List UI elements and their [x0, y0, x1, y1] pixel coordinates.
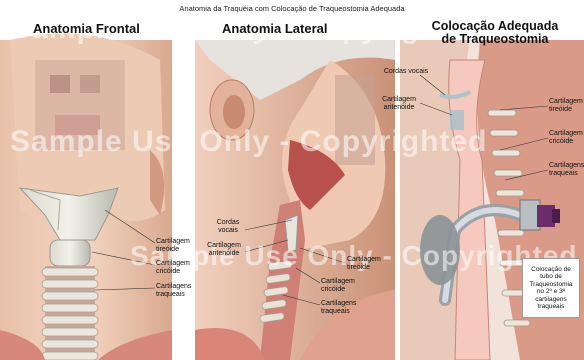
lateral-vocal-cords-label: Cordas vocais	[210, 219, 246, 234]
frontal-thyroid-label: Cartilagem tireóide	[156, 238, 198, 253]
lateral-tracheal-label: Cartilagens traqueais	[321, 300, 363, 315]
placement-tracheal-label: Cartilagens traqueais	[549, 162, 583, 177]
placement-note: Colocação de tubo de Traqueostomia no 2º…	[522, 258, 580, 318]
placement-title-line2: de Traqueostomia	[415, 33, 575, 46]
placement-cricoid-label: Cartilagem cricóide	[549, 130, 583, 145]
watermark-middle: Sample Use Only - Copyrighted	[10, 125, 487, 159]
placement-vocal-cords-label: Cordas vocais	[383, 68, 429, 76]
lateral-cricoid-label: Cartilagem cricóide	[321, 278, 363, 293]
placement-title: Colocação Adequada de Traqueostomia	[415, 20, 575, 46]
frontal-tracheal-label: Cartilagens traqueais	[156, 283, 198, 298]
placement-note-text: Colocação de tubo de Traqueostomia no 2º…	[525, 266, 577, 311]
lateral-thyroid-label: Cartilagem tireóide	[347, 256, 389, 271]
placement-arytenoid-label: Cartilagem aritenóide	[376, 96, 422, 111]
lateral-arytenoid-label: Cartilagem aritenóide	[203, 242, 245, 257]
main-title: Anatomia da Traquéia com Colocação de Tr…	[0, 4, 584, 13]
placement-thyroid-label: Cartilagem tireóide	[549, 98, 583, 113]
lateral-title: Anatomia Lateral	[222, 22, 327, 35]
frontal-title: Anatomia Frontal	[33, 22, 140, 35]
frontal-cricoid-label: Cartilagem cricóide	[156, 260, 198, 275]
